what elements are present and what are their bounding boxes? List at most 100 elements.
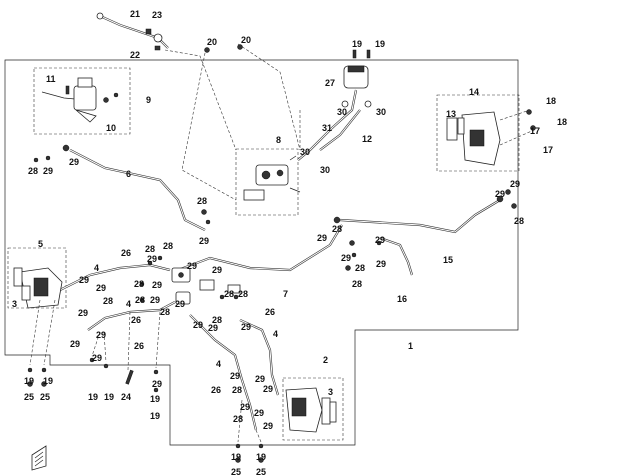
callout-label: 9 bbox=[146, 95, 151, 105]
callout-label: 19 bbox=[256, 452, 266, 462]
callout-label: 4 bbox=[216, 359, 221, 369]
callout-label: 11 bbox=[46, 74, 56, 84]
callout-label: 29 bbox=[147, 254, 157, 264]
callout-label: 29 bbox=[96, 330, 106, 340]
callout-label: 26 bbox=[211, 385, 221, 395]
brake-hose-15 bbox=[339, 199, 501, 234]
callout-label: 26 bbox=[134, 341, 144, 351]
callout-label: 28 bbox=[160, 307, 170, 317]
callout-label: 28 bbox=[238, 289, 248, 299]
callout-label: 19 bbox=[150, 411, 160, 421]
callout-label: 19 bbox=[231, 452, 241, 462]
callout-label: 29 bbox=[152, 379, 162, 389]
callout-label: 17 bbox=[543, 145, 553, 155]
master-cylinder-box bbox=[33, 67, 131, 135]
callout-label: 29 bbox=[79, 275, 89, 285]
callout-label: 25 bbox=[231, 467, 241, 475]
callout-label: 28 bbox=[352, 279, 362, 289]
lower-leaders bbox=[29, 299, 262, 443]
callout-label: 28 bbox=[145, 244, 155, 254]
callout-label: 31 bbox=[322, 123, 332, 133]
callout-label: 29 bbox=[254, 408, 264, 418]
fasteners bbox=[27, 44, 517, 463]
callout-label: 29 bbox=[96, 283, 106, 293]
callout-label: 7 bbox=[283, 289, 288, 299]
callout-label: 28 bbox=[514, 216, 524, 226]
handlebar-master-cylinder bbox=[41, 77, 119, 123]
callout-label: 3 bbox=[12, 299, 17, 309]
callout-label: 19 bbox=[88, 392, 98, 402]
callout-label: 29 bbox=[510, 179, 520, 189]
callout-label: 29 bbox=[187, 261, 197, 271]
callout-label: 29 bbox=[199, 236, 209, 246]
callout-label: 28 bbox=[233, 414, 243, 424]
callout-label: 28 bbox=[332, 224, 342, 234]
callout-label: 29 bbox=[495, 189, 505, 199]
callout-label: 12 bbox=[362, 134, 372, 144]
callout-label: 10 bbox=[106, 123, 116, 133]
front-right-caliper-box bbox=[282, 377, 344, 441]
callout-label: 28 bbox=[134, 279, 144, 289]
callout-label: 4 bbox=[94, 263, 99, 273]
callout-label: 29 bbox=[175, 299, 185, 309]
callout-label: 22 bbox=[130, 50, 140, 60]
callout-label: 29 bbox=[150, 295, 160, 305]
callout-label: 29 bbox=[208, 323, 218, 333]
brake-hose-7 bbox=[177, 224, 343, 272]
callout-label: 16 bbox=[397, 294, 407, 304]
callout-label: 19 bbox=[375, 39, 385, 49]
callout-label: 27 bbox=[325, 78, 335, 88]
callout-label: 28 bbox=[212, 315, 222, 325]
orientation-arrow-icon bbox=[31, 445, 47, 471]
callout-label: 29 bbox=[193, 320, 203, 330]
callout-label: 26 bbox=[131, 315, 141, 325]
callout-label: 29 bbox=[317, 233, 327, 243]
front-right-caliper bbox=[285, 387, 337, 433]
callout-label: 29 bbox=[241, 322, 251, 332]
proportioning-valve bbox=[243, 155, 301, 201]
callout-label: 30 bbox=[300, 147, 310, 157]
callout-label: 29 bbox=[152, 280, 162, 290]
callout-label: 4 bbox=[273, 329, 278, 339]
rear-caliper bbox=[446, 109, 536, 166]
callout-label: 19 bbox=[24, 376, 34, 386]
callout-label: 29 bbox=[375, 235, 385, 245]
callout-label: 14 bbox=[469, 87, 479, 97]
callout-label: 28 bbox=[28, 166, 38, 176]
rear-master-reservoir bbox=[297, 49, 372, 161]
brake-hose-4-right-a bbox=[189, 314, 258, 431]
callout-label: 15 bbox=[443, 255, 453, 265]
callout-label: 26 bbox=[265, 307, 275, 317]
front-left-caliper-box bbox=[7, 247, 67, 309]
callout-label: 30 bbox=[376, 107, 386, 117]
callout-label: 4 bbox=[126, 299, 131, 309]
callout-label: 8 bbox=[276, 135, 281, 145]
callout-label: 2 bbox=[323, 355, 328, 365]
callout-label: 29 bbox=[43, 166, 53, 176]
callout-label: 1 bbox=[408, 341, 413, 351]
callout-label: 28 bbox=[135, 295, 145, 305]
callout-label: 28 bbox=[232, 385, 242, 395]
callout-label: 25 bbox=[40, 392, 50, 402]
rear-reservoir-box bbox=[436, 94, 520, 172]
pedal-leaders bbox=[164, 43, 301, 201]
callout-label: 29 bbox=[240, 402, 250, 412]
front-left-caliper bbox=[13, 267, 63, 309]
callout-label: 28 bbox=[355, 263, 365, 273]
center-junction bbox=[171, 267, 241, 305]
callout-label: 3 bbox=[328, 387, 333, 397]
callout-label: 28 bbox=[197, 196, 207, 206]
callout-label: 5 bbox=[38, 239, 43, 249]
callout-label: 30 bbox=[320, 165, 330, 175]
callout-label: 25 bbox=[256, 467, 266, 475]
callout-label: 30 bbox=[337, 107, 347, 117]
callout-label: 29 bbox=[92, 353, 102, 363]
callout-label: 28 bbox=[103, 296, 113, 306]
callout-label: 25 bbox=[24, 392, 34, 402]
callout-label: 6 bbox=[126, 169, 131, 179]
callout-label: 29 bbox=[341, 253, 351, 263]
callout-label: 29 bbox=[263, 384, 273, 394]
